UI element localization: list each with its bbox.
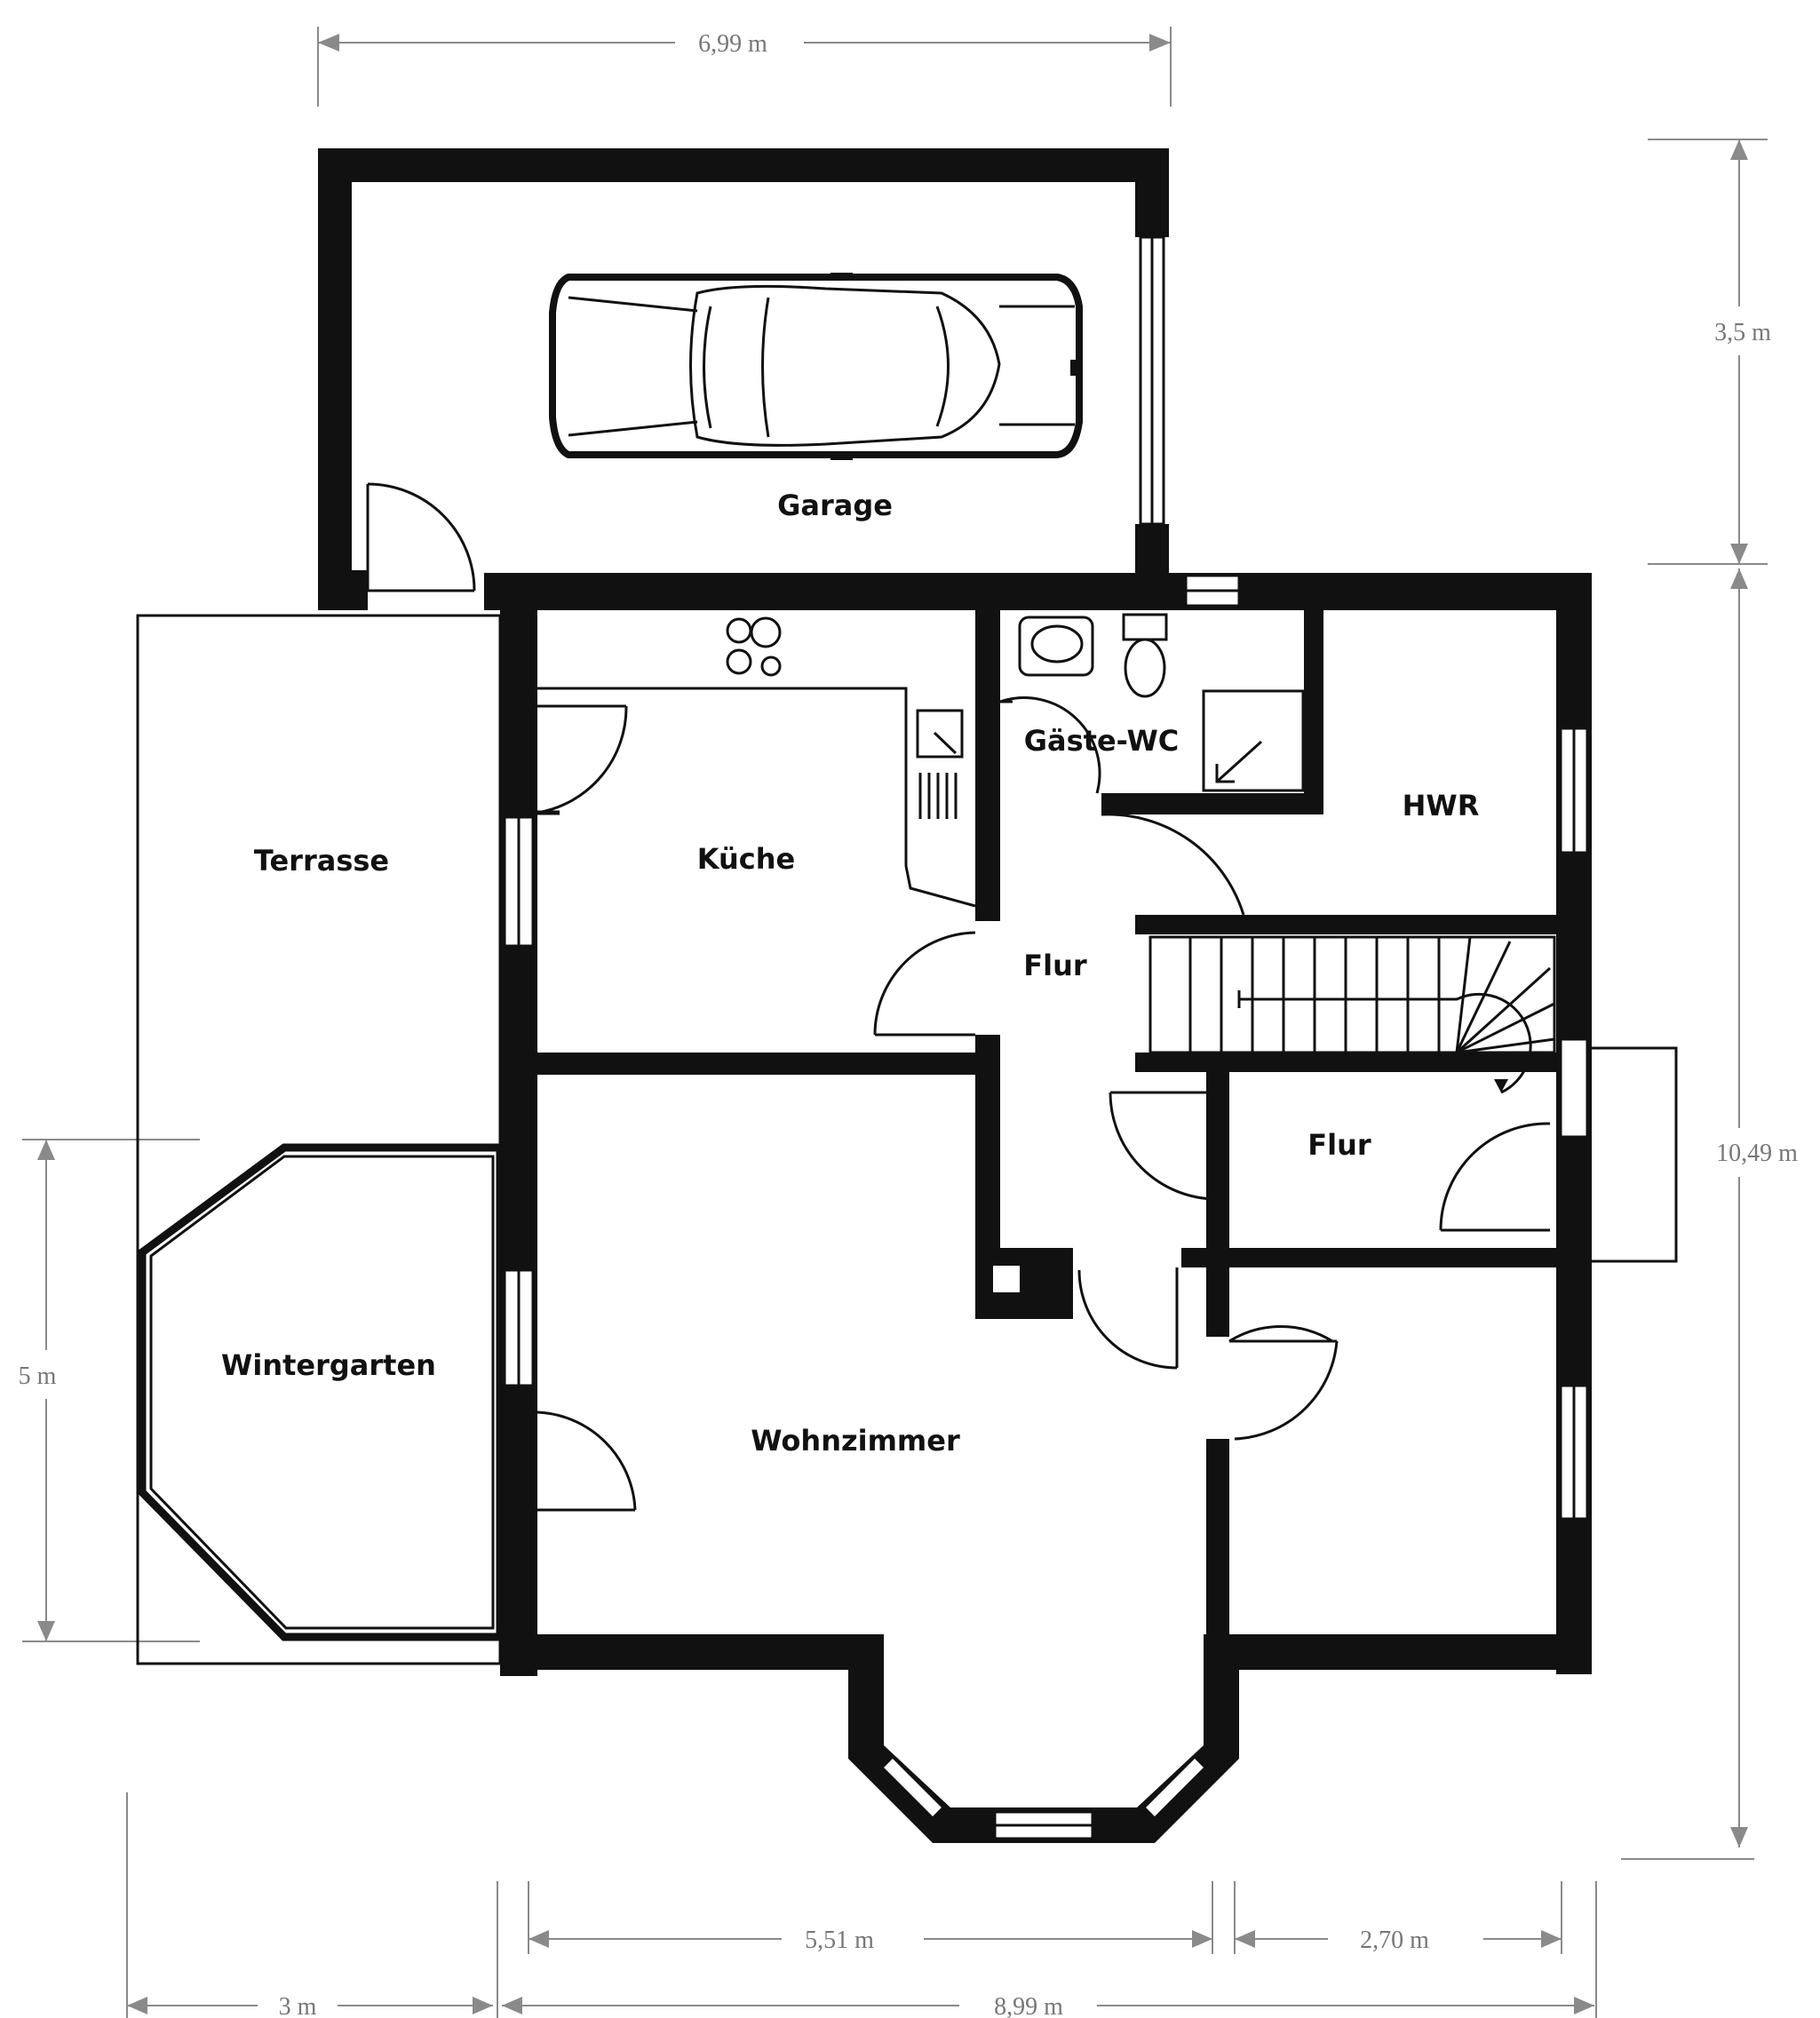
- dim-house-width: 8,99 m: [994, 1993, 1063, 2018]
- room-label-wintergarten: Wintergarten: [221, 1348, 436, 1382]
- dim-house-depth: 10,49 m: [1716, 1140, 1798, 1167]
- room-label-terrasse: Terrasse: [254, 844, 389, 878]
- wintergarten-outline: [138, 1143, 505, 1641]
- wc-fixtures: [1018, 613, 1305, 792]
- car-icon: [549, 273, 1083, 460]
- room-label-wohnzimmer: Wohnzimmer: [751, 1424, 960, 1458]
- dim-garage-width: 6,99 m: [698, 30, 767, 58]
- room-label-flur-2: Flur: [1307, 1128, 1371, 1162]
- room-label-kueche: Küche: [697, 842, 795, 876]
- dim-terrasse-width: 3 m: [279, 1993, 317, 2018]
- dim-wintergarten-depth: 5 m: [19, 1363, 57, 1390]
- dim-segment-right: 2,70 m: [1360, 1927, 1429, 1954]
- staircase: [1146, 935, 1556, 1094]
- room-label-gaeste-wc: Gäste-WC: [1024, 724, 1180, 758]
- room-label-hwr: HWR: [1403, 789, 1480, 822]
- dimension-lines: [22, 27, 1768, 2018]
- windows: [503, 235, 1678, 1840]
- drain-board: [918, 773, 958, 819]
- dimension-labels: 6,99 m 3,5 m 10,49 m 5 m 5,51 m 2,70 m 3…: [19, 30, 1799, 2018]
- room-label-flur-1: Flur: [1023, 949, 1087, 982]
- room-label-garage: Garage: [777, 489, 893, 522]
- doors: [366, 482, 1551, 1512]
- dim-segment-left: 5,51 m: [805, 1927, 874, 1954]
- kitchen-fixtures: [537, 616, 976, 908]
- dim-garage-depth: 3,5 m: [1714, 319, 1771, 346]
- room-labels: Garage Terrasse Küche Gäste-WC HWR Flur …: [221, 489, 1479, 1458]
